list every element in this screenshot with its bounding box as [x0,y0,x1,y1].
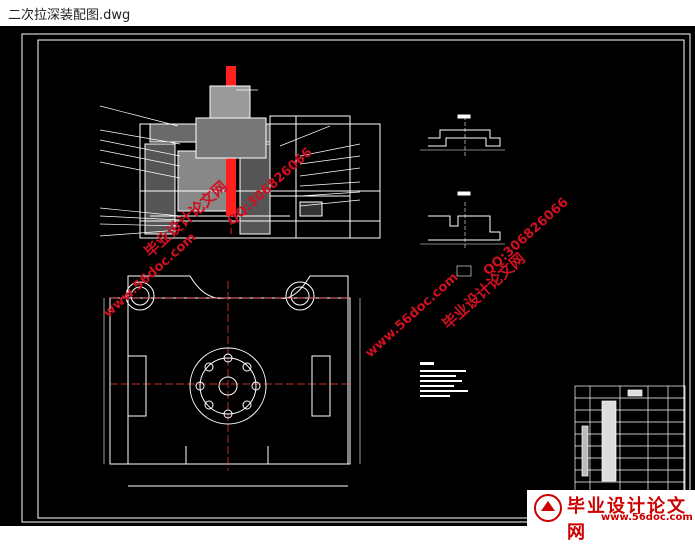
window-title: 二次拉深装配图.dwg [8,8,131,23]
watermark-text: 毕业设计论文网 [439,249,529,333]
watermark-group-2c: 毕业设计论文网 [439,249,529,333]
title-bar: 二次拉深装配图.dwg [0,0,695,26]
logo-icon [534,494,562,522]
drawing-sheet: 毕业设计论文网 www.56doc.com QQ:306826066 www.5… [21,33,691,523]
part-profile-1 [420,114,505,156]
inner-border [37,39,685,519]
title-block [574,385,686,519]
cad-drawing-canvas[interactable]: 毕业设计论文网 www.56doc.com QQ:306826066 www.5… [0,26,695,526]
watermark-group-2b: QQ:306826066 [481,195,572,279]
site-logo: 毕业设计论文网 www.56doc.com [527,490,695,543]
outer-border [21,33,691,523]
watermark-text: QQ:306826066 [481,195,572,279]
plan-view [103,275,361,487]
logo-url: www.56doc.com [601,512,693,523]
part-profile-2 [420,191,505,248]
tech-notes [420,362,468,397]
leader-lines [99,89,361,237]
